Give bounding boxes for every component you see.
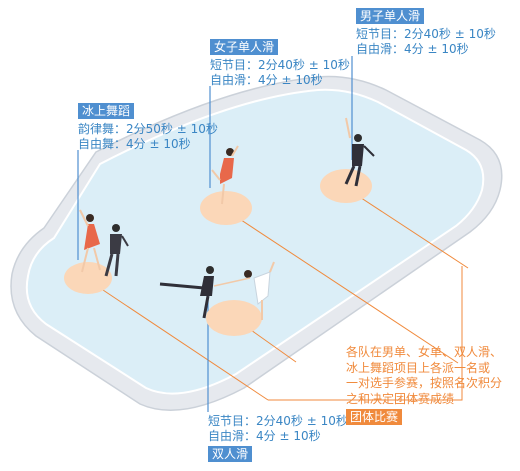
- ladies-single-skater-figure: [211, 145, 239, 205]
- rink-ice: [25, 88, 485, 395]
- pairs-title: 双人滑: [208, 446, 253, 462]
- ice-dance-free-line: 自由舞：4分 ± 10秒: [78, 137, 191, 151]
- skater-spot-ladies: [200, 191, 252, 225]
- team-event-line-4: 之和决定团体赛成绩: [346, 391, 455, 406]
- pairs-free-line: 自由滑：4分 ± 10秒: [208, 429, 321, 443]
- mens-single-title: 男子单人滑: [356, 8, 425, 24]
- ice-dance-info: 冰上舞蹈 韵律舞：2分50秒 ± 10秒 自由舞：4分 ± 10秒: [78, 103, 218, 152]
- mens-free-line: 自由滑：4分 ± 10秒: [356, 42, 469, 56]
- team-event-title: 团体比赛: [346, 409, 403, 425]
- ladies-single-info: 女子单人滑 短节目：2分40秒 ± 10秒 自由滑：4分 ± 10秒: [210, 39, 350, 88]
- ladies-short-line: 短节目：2分40秒 ± 10秒: [210, 58, 350, 72]
- mens-single-info: 男子单人滑 短节目：2分40秒 ± 10秒 自由滑：4分 ± 10秒: [356, 8, 496, 57]
- mens-short-line: 短节目：2分40秒 ± 10秒: [356, 27, 496, 41]
- pairs-info: 短节目：2分40秒 ± 10秒 自由滑：4分 ± 10秒 双人滑: [208, 414, 348, 462]
- ladies-free-line: 自由滑：4分 ± 10秒: [210, 73, 323, 87]
- skater-spot-men: [320, 169, 372, 203]
- team-event-line-3: 一对选手参赛，按照名次积分: [346, 376, 503, 390]
- ice-dance-title: 冰上舞蹈: [78, 103, 135, 119]
- ladies-single-title: 女子单人滑: [210, 39, 279, 55]
- skater-spot-ice-dance: [64, 262, 112, 294]
- team-event-note: 各队在男单、女单、双人滑、 冰上舞蹈项目上各派一名或 一对选手参赛，按照名次积分…: [346, 345, 502, 426]
- ice-dance-skaters-figure: [79, 209, 129, 277]
- ice-dance-rhythm-line: 韵律舞：2分50秒 ± 10秒: [78, 122, 218, 136]
- team-event-connectors: [87, 187, 469, 401]
- team-event-line-1: 各队在男单、女单、双人滑、: [346, 345, 503, 359]
- pairs-short-line: 短节目：2分40秒 ± 10秒: [208, 414, 348, 428]
- team-event-line-2: 冰上舞蹈项目上各派一名或: [346, 360, 491, 375]
- pairs-skaters-figure: [159, 261, 275, 320]
- mens-single-skater-figure: [344, 117, 375, 187]
- skater-spot-pairs: [206, 300, 262, 336]
